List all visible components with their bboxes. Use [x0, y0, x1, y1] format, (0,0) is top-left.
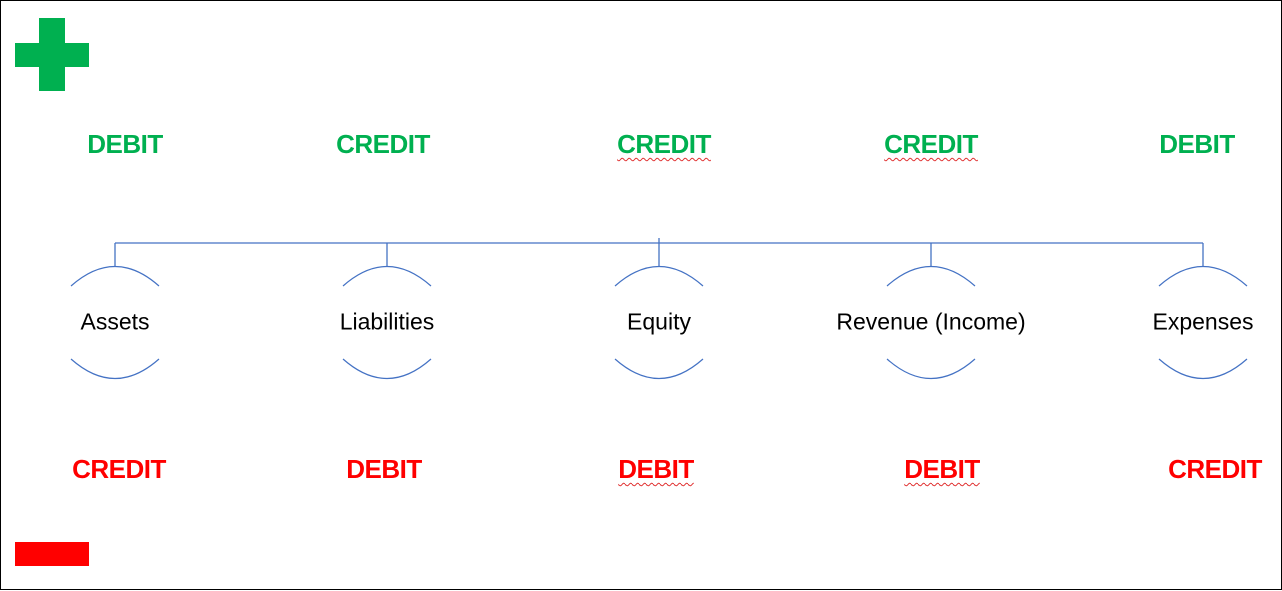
- minus-icon: [15, 542, 89, 566]
- node-arc-bottom: [70, 358, 160, 379]
- account-node-label: Assets: [80, 308, 150, 335]
- plus-icon: [39, 18, 65, 91]
- decrease-side-label: CREDIT: [1168, 454, 1262, 484]
- node-arc-top: [342, 266, 432, 287]
- node-arc-top: [886, 266, 976, 287]
- increase-side-label: CREDIT: [617, 129, 711, 159]
- node-arc-top: [614, 266, 704, 287]
- increase-side-label: DEBIT: [1159, 129, 1235, 159]
- decrease-side-label: DEBIT: [346, 454, 422, 484]
- decrease-side-label: CREDIT: [72, 454, 166, 484]
- account-node-label: Equity: [627, 308, 691, 335]
- node-arc-bottom: [886, 358, 976, 379]
- account-node-label: Liabilities: [339, 308, 435, 335]
- node-arc-top: [1158, 266, 1248, 287]
- account-node-label: Expenses: [1152, 308, 1254, 335]
- node-arc-bottom: [1158, 358, 1248, 379]
- decrease-side-label: DEBIT: [904, 454, 980, 484]
- node-arc-bottom: [342, 358, 432, 379]
- node-arc-bottom: [614, 358, 704, 379]
- node-arc-top: [70, 266, 160, 287]
- increase-side-label: CREDIT: [884, 129, 978, 159]
- account-node-label: Revenue (Income): [836, 308, 1026, 335]
- increase-side-label: CREDIT: [336, 129, 430, 159]
- decrease-side-label: DEBIT: [618, 454, 694, 484]
- increase-side-label: DEBIT: [87, 129, 163, 159]
